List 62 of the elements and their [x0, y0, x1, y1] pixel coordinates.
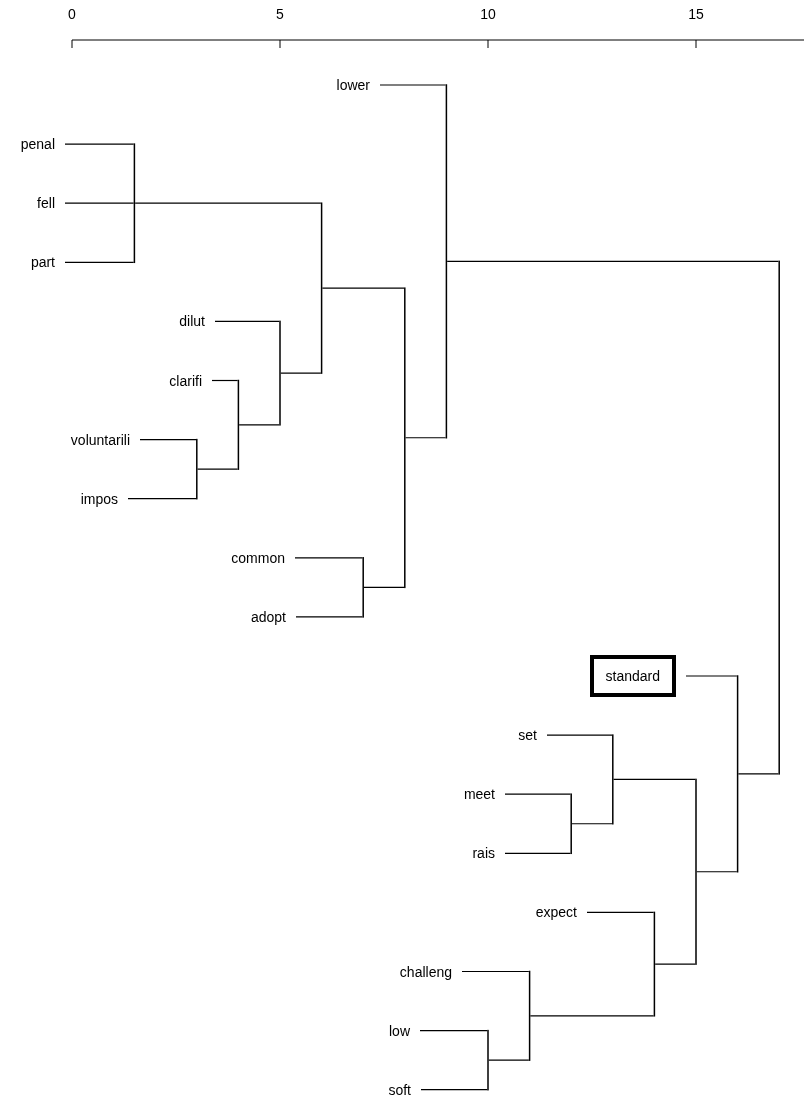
branch-line: [696, 871, 738, 873]
term-label: lower: [336, 77, 370, 93]
junction-bar: [320, 202, 323, 374]
term-label: set: [518, 727, 537, 744]
branch-line: [419, 1030, 488, 1032]
term-label: challeng: [399, 963, 452, 980]
branch-line: [294, 557, 364, 559]
term-label: impos: [80, 490, 118, 507]
branch-line: [238, 424, 280, 426]
term-label: part: [30, 254, 55, 271]
branch-line: [546, 734, 613, 736]
branch-line: [461, 970, 530, 973]
branch-line: [420, 1089, 488, 1091]
term-label: voluntarili: [70, 431, 130, 448]
junction-bar: [736, 675, 739, 873]
axis-tick-label: 5: [276, 6, 284, 22]
axis-tick-label: 10: [480, 6, 496, 22]
junction-bar: [237, 379, 240, 470]
branch-line: [685, 675, 738, 677]
branch-line: [139, 439, 197, 441]
branch-line: [571, 823, 613, 825]
branch-line: [211, 379, 239, 382]
branch-line: [504, 852, 572, 854]
branch-line: [612, 778, 696, 781]
axis-tick-label: 15: [688, 6, 704, 22]
branch-line: [214, 320, 280, 322]
branch-line: [134, 202, 322, 204]
junction-bar: [653, 911, 656, 1017]
branch-line: [529, 1015, 655, 1017]
term-label: fell: [37, 195, 55, 212]
term-label: penal: [20, 136, 55, 153]
term-label: dilut: [179, 313, 205, 330]
branch-line: [654, 963, 696, 965]
junction-bar: [133, 143, 136, 264]
branch-line: [321, 287, 405, 289]
branch-line: [404, 437, 447, 439]
branch-line: [64, 143, 135, 145]
term-label: soft: [388, 1081, 411, 1098]
branch-line: [196, 468, 239, 470]
branch-line: [64, 261, 135, 263]
junction-bar: [528, 970, 531, 1061]
term-label: clarifi: [169, 372, 202, 389]
term-label: common: [231, 549, 285, 566]
highlighted-term-label: standard: [589, 655, 676, 697]
axis-tick-label: 0: [68, 6, 76, 22]
junction-bar: [445, 84, 448, 439]
branch-line: [379, 84, 447, 86]
branch-line: [295, 616, 364, 618]
branch-line: [446, 260, 780, 262]
branch-line: [504, 793, 572, 795]
term-label: adopt: [250, 608, 286, 625]
branch-line: [64, 202, 135, 204]
term-label: low: [389, 1022, 410, 1039]
branch-line: [488, 1059, 530, 1061]
branch-line: [363, 586, 405, 588]
branch-line: [127, 498, 197, 500]
branch-line: [586, 911, 655, 913]
branch-line: [280, 372, 322, 374]
term-label: rais: [472, 845, 495, 862]
term-label: meet: [463, 786, 495, 803]
branch-line: [737, 773, 780, 775]
term-label: expect: [535, 904, 577, 921]
